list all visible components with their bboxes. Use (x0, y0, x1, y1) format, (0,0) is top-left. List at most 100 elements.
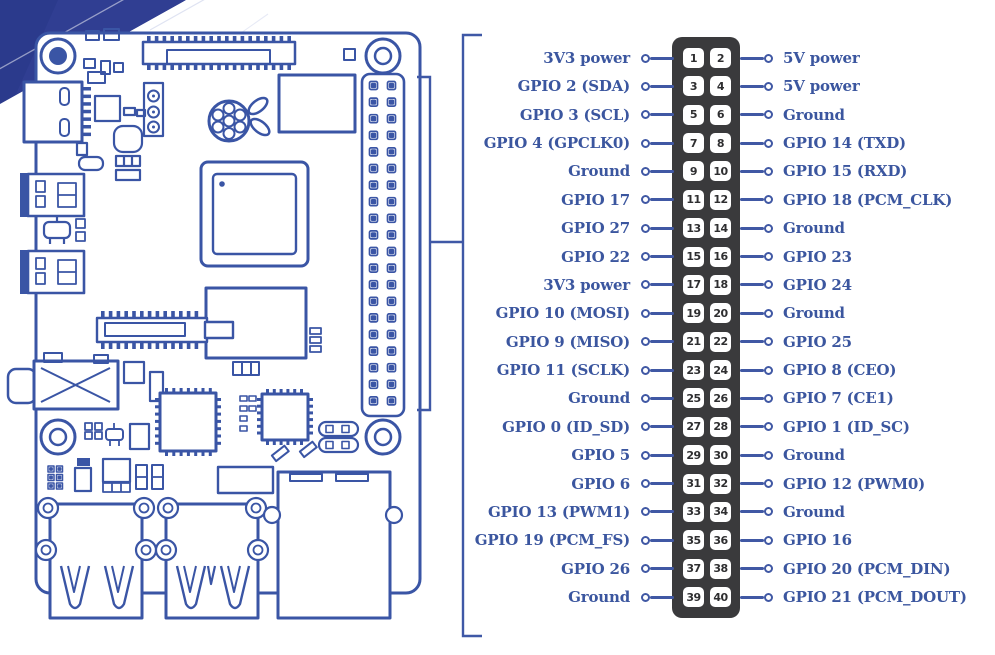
connector-right (740, 299, 773, 327)
pin-label-right: GPIO 15 (RXD) (783, 162, 908, 181)
connector-wire (740, 567, 764, 571)
connector-dot-icon (764, 337, 773, 347)
pi-board-illustration (0, 0, 482, 638)
pin-number-left: 1 (683, 48, 704, 68)
pin-number-left: 13 (683, 218, 704, 239)
connector-wire (740, 425, 764, 429)
pin-number-left: 17 (683, 274, 704, 295)
connector-left (641, 526, 674, 554)
connector-wire (740, 84, 764, 88)
ethernet-port (262, 470, 404, 620)
pinout-row: GPIO 6 31 32 GPIO 12 (PWM0) (460, 470, 995, 498)
connector-right (740, 129, 773, 157)
pin-label-right: Ground (783, 219, 845, 238)
pinout-row: GPIO 10 (MOSI) 19 20 Ground (460, 299, 995, 327)
pin-number-right: 16 (710, 246, 731, 267)
pin-label-right: GPIO 12 (PWM0) (783, 474, 926, 493)
connector-wire (650, 396, 674, 400)
pin-number-right: 2 (710, 48, 731, 68)
pin-label-left: GPIO 3 (SCL) (519, 105, 630, 124)
pin-label-left: GPIO 9 (MISO) (505, 332, 630, 351)
connector-dot-icon (764, 422, 773, 432)
connector-wire (740, 368, 764, 372)
connector-right (740, 384, 773, 412)
connector-wire (650, 538, 674, 542)
pin-label-right: GPIO 18 (PCM_CLK) (783, 190, 953, 209)
pinout-row: GPIO 4 (GPCLK0) 7 8 GPIO 14 (TXD) (460, 129, 995, 157)
pin-number-right: 14 (710, 218, 731, 239)
connector-left (641, 356, 674, 384)
connector-wire (740, 538, 764, 542)
connector-right (740, 526, 773, 554)
pin-number-left: 33 (683, 501, 704, 522)
connector-dot-icon (764, 138, 773, 148)
connector-wire (650, 340, 674, 344)
pin-label-left: GPIO 27 (561, 219, 630, 238)
connector-wire (650, 425, 674, 429)
pin-label-left: GPIO 10 (MOSI) (495, 304, 631, 323)
pin-label-right: GPIO 20 (PCM_DIN) (783, 559, 951, 578)
connector-dot-icon (641, 53, 650, 63)
pinout-row: GPIO 0 (ID_SD) 27 28 GPIO 1 (ID_SC) (460, 413, 995, 441)
connector-dot-icon (641, 308, 650, 318)
connector-dot-icon (764, 564, 773, 574)
pin-number-right: 20 (710, 303, 731, 324)
connector-wire (740, 595, 764, 599)
connector-dot-icon (641, 393, 650, 403)
connector-wire (650, 482, 674, 486)
connector-dot-icon (764, 535, 773, 545)
connector-left (641, 498, 674, 526)
pinout-row: GPIO 11 (SCLK) 23 24 GPIO 8 (CEO) (460, 356, 995, 384)
connector-left (641, 186, 674, 214)
pin-label-left: GPIO 17 (561, 190, 630, 209)
pin-label-left: 3V3 power (543, 275, 630, 294)
connector-wire (650, 255, 674, 259)
connector-right (740, 214, 773, 242)
connector-dot-icon (641, 479, 650, 489)
connector-dot-icon (641, 195, 650, 205)
connector-wire (740, 169, 764, 173)
connector-wire (650, 141, 674, 145)
connector-wire (740, 482, 764, 486)
connector-left (641, 157, 674, 185)
connector-wire (650, 453, 674, 457)
pin-label-right: GPIO 1 (ID_SC) (783, 417, 910, 436)
connector-left (641, 441, 674, 469)
pin-number-left: 3 (683, 76, 704, 97)
pin-label-right: Ground (783, 304, 845, 323)
pinout-row: 3V3 power 1 2 5V power (460, 44, 995, 72)
connector-dot-icon (764, 223, 773, 233)
connector-left (641, 384, 674, 412)
connector-wire (740, 141, 764, 145)
pinout-row: GPIO 19 (PCM_FS) 35 36 GPIO 16 (460, 526, 995, 554)
pin-label-left: GPIO 2 (SDA) (517, 77, 631, 96)
pin-number-right: 26 (710, 388, 731, 409)
smd-components-topleft (83, 28, 124, 84)
pinout-row: GPIO 17 11 12 GPIO 18 (PCM_CLK) (460, 186, 995, 214)
connector-right (740, 470, 773, 498)
connector-dot-icon (641, 110, 650, 120)
pin-number-left: 19 (683, 303, 704, 324)
gpio-header-block (360, 72, 406, 418)
connector-dot-icon (641, 507, 650, 517)
connector-dot-icon (641, 450, 650, 460)
pin-number-right: 34 (710, 501, 731, 522)
connector-left (641, 413, 674, 441)
connector-left (641, 214, 674, 242)
pin-number-left: 11 (683, 189, 704, 210)
pin-label-right: GPIO 14 (TXD) (783, 134, 906, 153)
raspberry-logo-icon (207, 96, 271, 143)
pin-label-right: GPIO 24 (783, 275, 852, 294)
connector-wire (740, 198, 764, 202)
connector-left (641, 44, 674, 72)
pin-number-left: 39 (683, 587, 704, 608)
pin-number-right: 32 (710, 473, 731, 494)
pin-number-left: 27 (683, 416, 704, 437)
pin-label-left: Ground (568, 389, 630, 408)
connector-right (740, 441, 773, 469)
pin-number-right: 8 (710, 133, 731, 154)
camera-socket-connector (142, 81, 165, 138)
pin-number-left: 29 (683, 445, 704, 466)
connector-dot-icon (641, 138, 650, 148)
micro-hdmi-port (20, 172, 86, 295)
